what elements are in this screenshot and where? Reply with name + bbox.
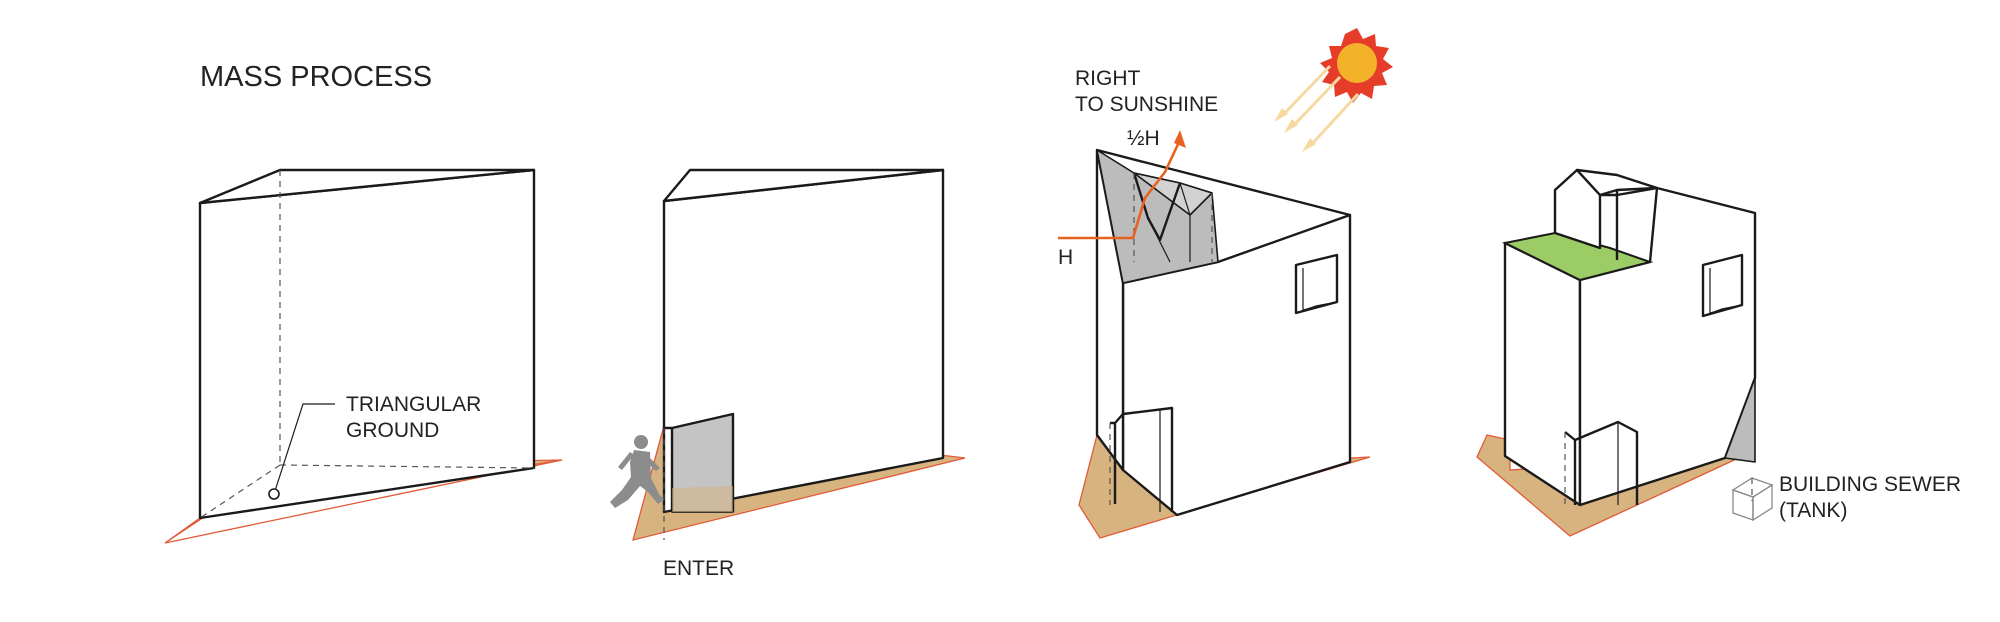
sewer-wedge xyxy=(1724,377,1756,463)
tank-cube-icon xyxy=(1731,477,1774,522)
sun-beams xyxy=(1274,64,1360,152)
mass-top-face xyxy=(198,168,536,205)
enter-mass-top xyxy=(662,168,945,203)
stage-triangular-ground: TRIANGULAR GROUND xyxy=(164,168,563,544)
ground-point-marker xyxy=(268,488,280,500)
right-to-sunshine-label-1: RIGHT xyxy=(1075,67,1141,90)
stage-right-to-sunshine: H ½H RIGHT TO SUNSHINE xyxy=(1058,28,1393,539)
green-roof-terrace xyxy=(1501,231,1654,282)
stage-enter: ENTER xyxy=(610,168,966,580)
window-recess xyxy=(1294,253,1339,315)
half-h-label: ½H xyxy=(1127,127,1160,150)
mass-side-face xyxy=(198,168,536,520)
sewer-mass-side xyxy=(1503,241,1582,507)
sun-icon xyxy=(1320,28,1393,103)
h-label: H xyxy=(1058,246,1073,269)
stage-building-sewer: BUILDING SEWER (TANK) xyxy=(1476,168,1961,537)
walking-person-icon xyxy=(610,435,664,508)
triangular-ground-label-1: TRIANGULAR xyxy=(346,393,481,416)
triangular-ground-label-2: GROUND xyxy=(346,419,439,442)
roof-dormer xyxy=(1553,168,1602,250)
right-to-sunshine-label-2: TO SUNSHINE xyxy=(1075,93,1218,116)
building-sewer-label-2: (TANK) xyxy=(1779,499,1847,522)
diagram-title: MASS PROCESS xyxy=(200,61,432,93)
building-sewer-label-1: BUILDING SEWER xyxy=(1779,473,1961,496)
sunshine-height-arrow xyxy=(1058,139,1182,240)
enter-label: ENTER xyxy=(663,557,734,580)
